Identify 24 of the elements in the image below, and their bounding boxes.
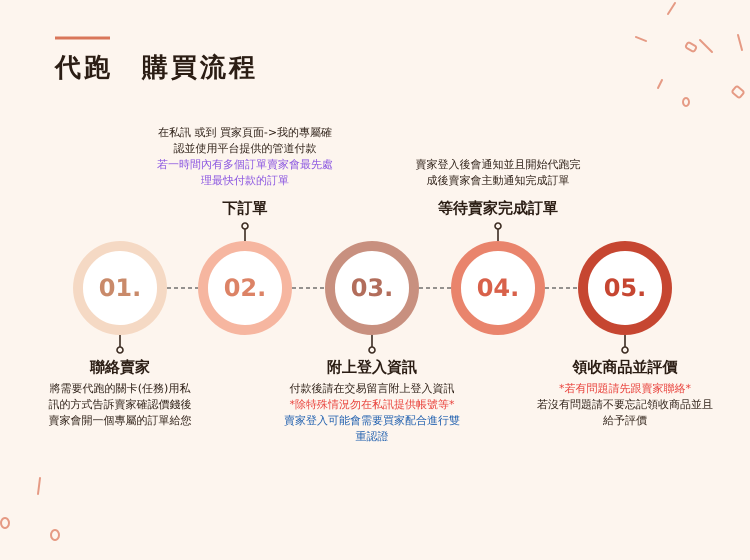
connector-line (167, 287, 198, 289)
step-heading: 等待賣家完成訂單 (438, 199, 558, 218)
step-circle: 03. (325, 241, 419, 335)
step-circle: 05. (578, 241, 672, 335)
step-heading: 聯絡賣家 (90, 358, 150, 377)
connector-line (419, 287, 451, 289)
step-description: 賣家登入後會通知並且開始代跑完成後賣家會主動通知完成訂單 (414, 157, 582, 189)
step-description: 若沒有問題請不要忘記領收商品並且給予評價 (537, 397, 713, 429)
connector-line (545, 287, 578, 289)
step-circle: 04. (451, 241, 545, 335)
step-heading: 下訂單 (222, 199, 268, 218)
title: 代跑 購買流程 (55, 52, 258, 85)
step-description: 在私訊 或到 買家頁面->我的專屬確認並使用平台提供的管道付款 (157, 125, 333, 157)
step-description: 付款後請在交易留言附上登入資訊 (288, 381, 456, 397)
step-circle: 02. (198, 241, 292, 335)
step-circle: 01. (73, 241, 167, 335)
step-description: 將需要代跑的關卡(任務)用私訊的方式告訴賣家確認價錢後賣家會開一個專屬的訂單給您 (48, 381, 192, 429)
step-heading: 附上登入資訊 (327, 358, 417, 377)
step-description: 若一時間內有多個訂單賣家會最先處理最快付款的訂單 (157, 157, 333, 189)
connector-line (292, 287, 325, 289)
step-heading: 領收商品並評價 (572, 358, 678, 377)
step-description: 賣家登入可能會需要買家配合進行雙重認證 (283, 413, 461, 445)
step-description: *除特殊情況勿在私訊提供帳號等* (288, 397, 456, 413)
step-description: *若有問題請先跟賣家聯絡* (558, 381, 692, 397)
